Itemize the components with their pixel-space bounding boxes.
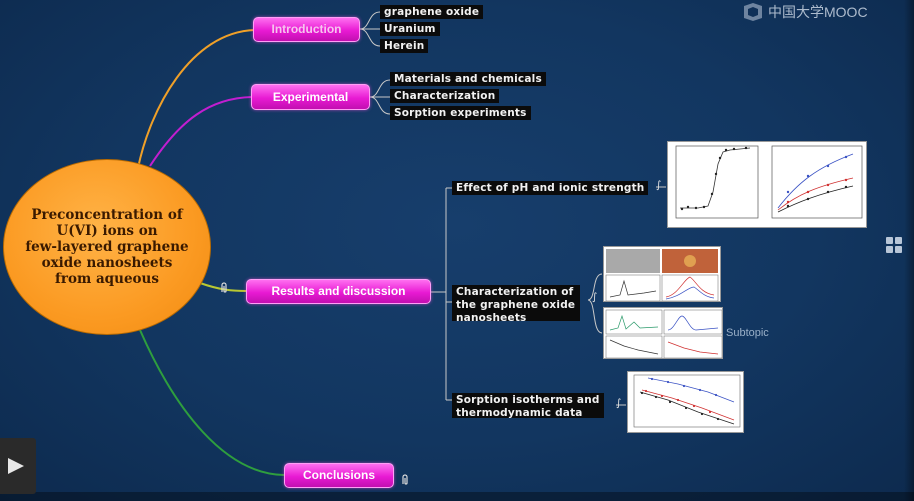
placeholder-subtopic[interactable]: Subtopic	[726, 327, 769, 339]
player-progress-bar[interactable]	[0, 492, 914, 501]
subtopic-characterization-go-nanosheets[interactable]: Characterization of the graphene oxide n…	[452, 285, 580, 324]
characterization-figure-image[interactable]	[603, 246, 721, 302]
subtopic-uranium[interactable]: Uranium	[380, 22, 440, 36]
subtopic-sorption-isotherms[interactable]: Sorption isotherms and thermodynamic dat…	[452, 393, 604, 419]
subtopic-effect-of-ph[interactable]: Effect of pH and ionic strength	[452, 181, 649, 195]
mooc-logo-icon	[744, 3, 762, 21]
subtopic-sorption-experiments[interactable]: Sorption experiments	[390, 106, 531, 120]
subtopic-graphene-oxide[interactable]: graphene oxide	[380, 5, 484, 19]
link-icon: ∫	[616, 398, 622, 409]
subtopic-characterization[interactable]: Characterization	[390, 89, 500, 103]
topic-results-label: Results and discussion	[271, 284, 406, 298]
characterization-spectra-image[interactable]	[603, 307, 723, 359]
watermark-text: 中国大学MOOC	[768, 4, 868, 20]
link-icon: ∫	[592, 292, 598, 303]
grid-icon[interactable]	[885, 236, 903, 254]
topic-experimental[interactable]: Experimental	[251, 84, 370, 110]
right-edge-shade	[904, 0, 914, 501]
subtopic-herein[interactable]: Herein	[380, 39, 429, 53]
topic-results-and-discussion[interactable]: Results and discussion	[246, 279, 431, 304]
play-button[interactable]	[0, 438, 36, 494]
play-icon	[8, 458, 24, 474]
paperclip-icon[interactable]	[220, 282, 228, 297]
topic-introduction[interactable]: Introduction	[253, 17, 360, 42]
central-topic[interactable]: Preconcentration of U(VI) ions on few-la…	[3, 159, 211, 335]
topic-conclusions-label: Conclusions	[302, 468, 375, 482]
central-topic-label: Preconcentration of U(VI) ions on few-la…	[25, 207, 189, 287]
topic-conclusions[interactable]: Conclusions	[284, 463, 394, 488]
ph-effect-figure-image[interactable]	[667, 141, 867, 228]
subtopic-materials-and-chemicals[interactable]: Materials and chemicals	[390, 72, 546, 86]
topic-experimental-label: Experimental	[272, 90, 349, 104]
link-icon: ∫	[656, 180, 662, 191]
isotherm-figure-image[interactable]	[627, 371, 744, 433]
paperclip-icon[interactable]	[401, 474, 409, 489]
topic-introduction-label: Introduction	[271, 22, 342, 36]
mooc-logo: 中国大学MOOC	[742, 0, 868, 24]
